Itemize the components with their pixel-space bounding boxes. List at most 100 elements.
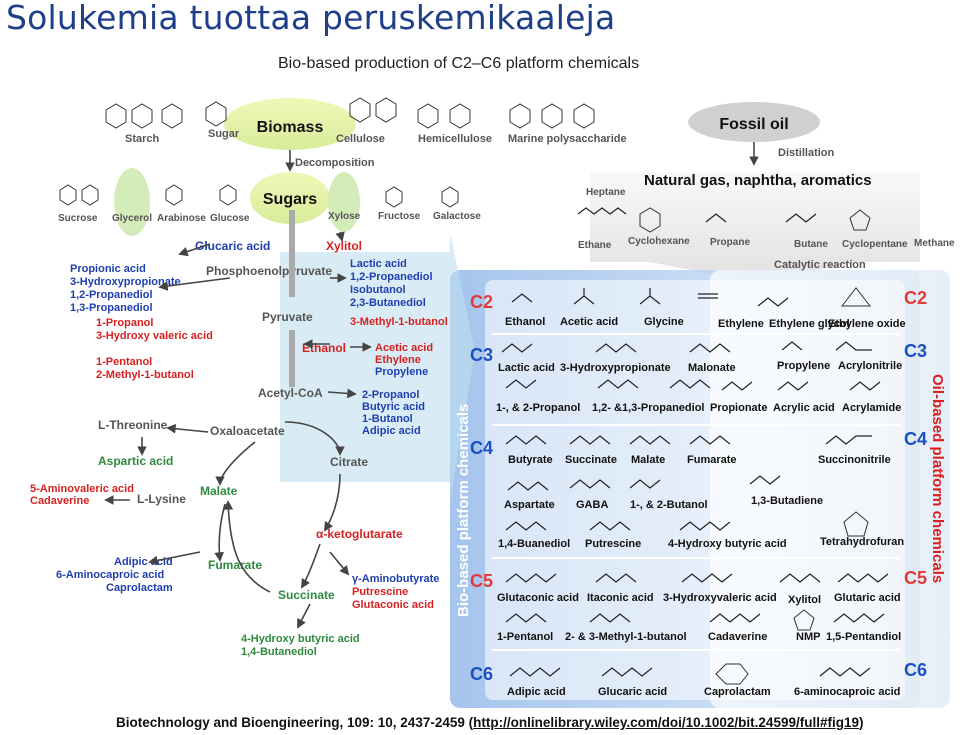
bio-c2-0: Ethanol	[505, 316, 545, 328]
citrate-label: Citrate	[330, 455, 368, 469]
butane-label: Butane	[794, 239, 828, 250]
bio-c3a-2: Malonate	[688, 362, 736, 374]
bio-c4b-1: GABA	[576, 499, 608, 511]
fossil-oil-label: Fossil oil	[719, 116, 788, 133]
gaba-0: γ-Aminobutyrate	[352, 573, 439, 585]
sugars-ellipse	[250, 172, 330, 224]
right-list-1: 1,2-Propanediol	[350, 271, 433, 283]
xylose-ellipse	[328, 172, 360, 232]
left-list-3: 1,3-Propanediol	[70, 302, 153, 314]
carbon-levels-bio: C2 C3 C4 C5 C6	[470, 292, 493, 684]
right-list-4: 3-Methyl-1-butanol	[350, 316, 448, 328]
fossil-oil-ellipse	[688, 102, 820, 142]
skeletal-structures	[501, 287, 889, 685]
cyclopentane-label: Cyclopentane	[842, 239, 908, 250]
bio-flow-arrow	[280, 232, 475, 502]
caption-link[interactable]: http://onlinelibrary.wiley.com/doi/10.10…	[473, 715, 859, 730]
heptane-label: Heptane	[586, 187, 626, 198]
sugars-label: Sugars	[263, 191, 317, 208]
bio-c3a-0: Lactic acid	[498, 362, 555, 374]
sugar-structures	[59, 97, 595, 208]
aspartic-label: Aspartic acid	[98, 454, 173, 468]
hba-0: 4-Hydroxy butyric acid	[241, 633, 360, 645]
right-list-2: Isobutanol	[350, 284, 406, 296]
cyclohexane-label: Cyclohexane	[628, 236, 690, 247]
adipic-1: 6-Aminocaproic acid	[56, 569, 164, 581]
bio-c3b-2: Propionate	[710, 402, 767, 414]
oil-c5b-0: 1,5-Pentandiol	[826, 631, 901, 643]
bio-c6-2: Caprolactam	[704, 686, 771, 698]
left2-0: 1-Propanol	[96, 317, 153, 329]
xylitol-label: Xylitol	[326, 239, 362, 253]
bio-c2-2: Glycine	[644, 316, 684, 328]
prop-2: 1-Butanol	[362, 413, 413, 425]
bio-c4b-2: 1-, & 2-Butanol	[630, 499, 708, 511]
level-c3-bio: C3	[470, 345, 493, 365]
decomposition-label: Decomposition	[295, 157, 375, 169]
arabinose-label: Arabinose	[157, 213, 206, 224]
fossil-hydrocarbons: Heptane Ethane Cyclohexane Propane Butan…	[577, 187, 955, 271]
bio-c4a-1: Succinate	[565, 454, 617, 466]
acetic-2: Propylene	[375, 366, 428, 378]
glycerol-label: Glycerol	[112, 213, 152, 224]
left2-1: 3-Hydroxy valeric acid	[96, 330, 213, 342]
kg-label: α-ketoglutarate	[316, 527, 403, 541]
prop-3: Adipic acid	[362, 425, 421, 437]
figure-caption: Biotechnology and Bioengineering, 109: 1…	[116, 715, 863, 730]
glucose-label: Glucose	[210, 213, 250, 224]
bio-c4b-0: Aspartate	[504, 499, 555, 511]
bio-c4a-3: Fumarate	[687, 454, 737, 466]
platform-chemicals-diagram: Fossil oil Distillation Natural gas, nap…	[30, 97, 955, 708]
oil-c6-0: 6-aminocaproic acid	[794, 686, 900, 698]
oil-c4b-0: 1,3-Butadiene	[751, 495, 823, 507]
bio-c4a-2: Malate	[631, 454, 665, 466]
marine-label: Marine polysaccharide	[508, 133, 627, 145]
bio-c3b-0: 1-, & 2-Propanol	[496, 402, 580, 414]
pathway: Glucaric acid Xylitol Propionic acid 3-H…	[30, 210, 448, 658]
bio-c2-1: Acetic acid	[560, 316, 618, 328]
left-list-0: Propionic acid	[70, 263, 146, 275]
bio-c5b-0: 1-Pentanol	[497, 631, 553, 643]
cadaverine-label: Cadaverine	[30, 495, 89, 507]
level-c2-oil: C2	[904, 288, 927, 308]
bio-c6-0: Adipic acid	[507, 686, 566, 698]
left-list-1: 3-Hydroxypropionate	[70, 276, 181, 288]
bio-c5a-2: 3-Hydroxyvaleric acid	[663, 592, 777, 604]
left2-2: 1-Pentanol	[96, 356, 152, 368]
chem-labels: Ethanol Acetic acid Glycine Ethylene Eth…	[496, 316, 906, 698]
level-separators	[492, 333, 900, 651]
fossil-cone	[590, 172, 920, 282]
fumarate-label: Fumarate	[208, 558, 262, 572]
cellulose-label: Cellulose	[336, 133, 385, 145]
level-c4-oil: C4	[904, 429, 927, 449]
oil-c3b-0: Acrylic acid	[773, 402, 835, 414]
level-c5-oil: C5	[904, 568, 927, 588]
bio-c4c-1: Putrescine	[585, 538, 641, 550]
propane-label: Propane	[710, 237, 750, 248]
oxaloacetate-label: Oxaloacetate	[210, 424, 285, 438]
biomass-ellipse	[224, 98, 356, 150]
threonine-label: L-Threonine	[98, 418, 168, 432]
ethane-label: Ethane	[578, 240, 612, 251]
level-c6-bio: C6	[470, 664, 493, 684]
succinate-label: Succinate	[278, 588, 335, 602]
prop-0: 2-Propanol	[362, 389, 419, 401]
bio-c5b-2: Cadaverine	[708, 631, 767, 643]
hemicellulose-label: Hemicellulose	[418, 133, 492, 145]
caption-end: )	[858, 715, 864, 730]
right-list-0: Lactic acid	[350, 258, 407, 270]
level-c2-bio: C2	[470, 292, 493, 312]
sucrose-label: Sucrose	[58, 213, 98, 224]
oil-c3a-1: Acrylonitrile	[838, 360, 902, 372]
distillation-label: Distillation	[778, 147, 835, 159]
figure-title: Bio-based production of C2–C6 platform c…	[278, 55, 640, 72]
bio-c3b-1: 1,2- &1,3-Propanediol	[592, 402, 704, 414]
slide-title: Solukemia tuottaa peruskemikaaleja	[6, 0, 616, 37]
ethanol-label: Ethanol	[302, 341, 346, 355]
left-list-2: 1,2-Propanediol	[70, 289, 153, 301]
acetic-0: Acetic acid	[375, 342, 433, 354]
oil-c3b-1: Acrylamide	[842, 402, 901, 414]
hba-1: 1,4-Butanediol	[241, 646, 317, 658]
bio-c4a-0: Butyrate	[508, 454, 553, 466]
bio-c5a-3: Xylitol	[788, 594, 821, 606]
